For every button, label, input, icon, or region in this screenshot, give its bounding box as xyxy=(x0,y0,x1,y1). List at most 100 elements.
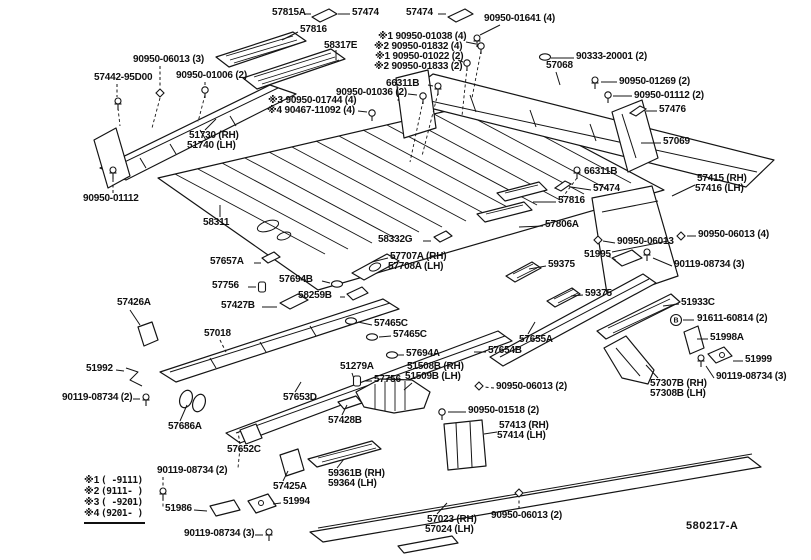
leader-line xyxy=(662,303,680,307)
bolt-fastener-icon xyxy=(591,76,599,89)
part-number-label: 57694B xyxy=(279,274,313,285)
clip-fastener-icon xyxy=(593,235,603,245)
bolt-fastener-icon xyxy=(643,248,651,261)
oval-fastener-icon xyxy=(344,317,358,325)
leader-line xyxy=(518,225,544,228)
part-number-label: 51986 xyxy=(165,503,192,514)
leader-line xyxy=(272,502,282,505)
leader-line xyxy=(115,369,125,372)
leader-line xyxy=(602,240,616,244)
part-number-label: 57024 (LH) xyxy=(425,524,474,535)
part-number-label: 57308B (LH) xyxy=(650,388,706,399)
part-number-label: 57694A xyxy=(406,348,440,359)
part-number-label: 57465C xyxy=(393,329,427,340)
legend-marker: ※2 xyxy=(84,486,100,497)
plate-fastener-icon xyxy=(628,105,648,117)
part-number-label: 57474 xyxy=(406,7,433,18)
part-number-label: 57655A xyxy=(519,334,553,345)
part-number-label: 58332G xyxy=(378,234,413,245)
part-number-label: 51999 xyxy=(745,354,772,365)
bolt-fastener-icon xyxy=(159,487,167,500)
pin-fastener-icon xyxy=(419,92,427,104)
leader-line xyxy=(607,255,617,261)
part-number-label: 90950-06013 (3) xyxy=(133,54,204,65)
part-number-label: 57413 (RH) xyxy=(499,420,549,431)
bolt-fastener-icon xyxy=(434,82,442,95)
leader-line xyxy=(527,321,536,335)
bolt-fastener-icon xyxy=(573,166,581,179)
part-number-label: ※3 90950-01744 (4) xyxy=(268,95,357,106)
svg-text:B: B xyxy=(673,318,678,325)
pin-fastener-icon xyxy=(438,408,446,420)
legend-row: ※3( -9201) xyxy=(84,497,143,508)
grommet-fastener-icon xyxy=(352,375,362,387)
part-number-label: 57756 xyxy=(374,374,401,385)
leader-line xyxy=(407,93,418,96)
clip-fastener-icon xyxy=(676,231,686,241)
part-number-label: 51509B (LH) xyxy=(405,371,461,382)
leader-line xyxy=(555,71,561,86)
part-number-label: 57708A (LH) xyxy=(388,261,444,272)
part-number-label: 57465C xyxy=(374,318,408,329)
part-number-label: 90950-01269 (2) xyxy=(619,76,690,87)
floor-pan-shape xyxy=(157,99,665,291)
oval-fastener-icon xyxy=(330,280,344,288)
part-number-label: 58317E xyxy=(324,40,358,51)
legend-range: (9201- ) xyxy=(101,508,143,519)
legend-marker: ※1 xyxy=(84,475,100,486)
part-number-label: 57815A xyxy=(272,7,306,18)
legend-row: ※2(9111- ) xyxy=(84,486,143,497)
part-number-label: 90950-01518 (2) xyxy=(468,405,539,416)
part-number-label: 57653D xyxy=(283,392,317,403)
part-number-label: 57069 xyxy=(663,136,690,147)
part-number-label: 51730 (RH) xyxy=(189,130,239,141)
legend-range: ( -9111) xyxy=(101,475,143,486)
leader-line xyxy=(645,364,659,379)
part-number-label: ※1 90950-01038 (4) xyxy=(378,31,467,42)
part-number-label: 57416 (LH) xyxy=(695,183,744,194)
small-bracket-shapes xyxy=(125,230,733,517)
leader-line xyxy=(129,309,141,326)
legend-marker: ※4 xyxy=(84,508,100,519)
leader-line xyxy=(321,280,331,284)
part-number-label: ※2 90950-01833 (2) xyxy=(374,61,463,72)
part-number-label: 51279A xyxy=(340,361,374,372)
leader-line xyxy=(378,335,392,338)
part-number-label: 51508B (RH) xyxy=(407,361,464,372)
bolt-fastener-icon xyxy=(473,34,481,47)
part-number-label: 90950-01112 (2) xyxy=(634,90,704,101)
grommet-fastener-icon xyxy=(257,281,267,293)
part-number-label: 57816 xyxy=(300,24,327,35)
legend-rows: ※1( -9111)※2(9111- )※3( -9201)※4(9201- ) xyxy=(84,475,143,519)
pin-fastener-icon xyxy=(368,109,376,121)
part-number-label: 57756 xyxy=(212,280,239,291)
part-number-label: 58311 xyxy=(203,217,230,228)
part-number-label: 57474 xyxy=(593,183,620,194)
part-number-label: 57426A xyxy=(117,297,151,308)
pin-fastener-icon xyxy=(201,86,209,98)
bolt-fastener-icon xyxy=(265,528,273,541)
legend-marker: ※3 xyxy=(84,497,100,508)
part-number-label: 59361B (RH) xyxy=(328,468,385,479)
part-number-label: ※1 90950-01022 (2) xyxy=(375,51,464,62)
part-number-label: ※4 90467-11092 (4) xyxy=(267,105,355,116)
leader-line xyxy=(479,24,501,36)
leader-line xyxy=(457,59,464,63)
part-number-label: 59375 xyxy=(585,288,612,299)
part-number-label: 57415 (RH) xyxy=(697,173,747,184)
leader-line xyxy=(336,458,345,469)
part-number-label: 57654B xyxy=(488,345,522,356)
leader-line xyxy=(436,502,448,515)
part-number-label: 90950-01112 xyxy=(83,193,139,204)
circled-b-icon: B xyxy=(669,313,683,327)
part-number-label: 57414 (LH) xyxy=(497,430,546,441)
part-number-label: 57427B xyxy=(221,300,255,311)
bolt-fastener-icon xyxy=(109,166,117,179)
part-number-label: 66311B xyxy=(584,166,618,177)
bolt-fastener-icon xyxy=(697,354,705,367)
clip-fastener-icon xyxy=(514,488,524,498)
part-number-label: 51740 (LH) xyxy=(187,140,236,151)
pin-fastener-icon xyxy=(463,59,471,71)
leader-line xyxy=(483,431,498,435)
